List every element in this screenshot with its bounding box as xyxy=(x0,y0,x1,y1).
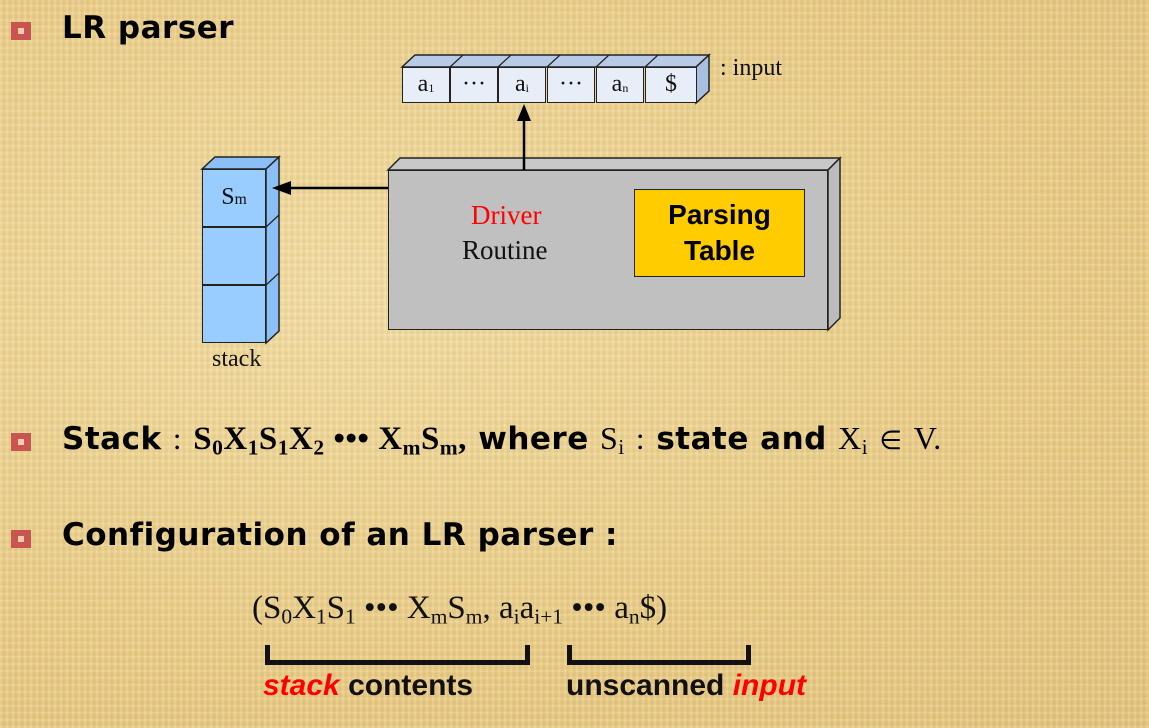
stack-definition: Stack : S0X1S1X2 ••• XmSm, where Si : st… xyxy=(62,420,942,460)
unscanned-input-bracket xyxy=(567,645,751,665)
stack-cell xyxy=(202,285,266,343)
arrow-left-icon xyxy=(272,181,291,195)
driver-top-face xyxy=(386,157,842,171)
bullet-icon xyxy=(11,22,31,40)
stack-contents-bracket xyxy=(265,645,530,665)
input-cell: ai xyxy=(498,67,546,103)
parsing-table-box: Parsing Table xyxy=(634,189,805,277)
input-cell: a1 xyxy=(402,67,450,103)
parsing-table-line2: Table xyxy=(683,235,756,266)
input-cell: $ xyxy=(645,67,697,103)
unscanned-input-label: unscanned input xyxy=(566,669,807,702)
configuration-heading: Configuration of an LR parser : xyxy=(62,517,618,553)
bullet-icon xyxy=(11,530,31,548)
routine-label: Routine xyxy=(462,235,548,265)
arrow-up-icon xyxy=(517,104,531,121)
stack-cell-top: Sm xyxy=(202,169,266,227)
input-cell: an xyxy=(596,67,644,103)
input-label: : input xyxy=(720,55,783,81)
stack-side-face xyxy=(265,155,280,345)
element-of-icon: ∈ xyxy=(879,426,903,455)
driver-label: Driver xyxy=(471,200,542,230)
section-heading-lr-parser: LR parser xyxy=(62,10,235,46)
parsing-table-line1: Parsing xyxy=(668,199,771,230)
stack-cell xyxy=(202,227,266,285)
bullet-icon xyxy=(11,433,31,451)
stack-label: stack xyxy=(212,346,262,372)
stack-expression: S0X1S1X2 ••• XmSm, xyxy=(193,421,467,460)
driver-side-face xyxy=(827,156,841,332)
diagram-connectors xyxy=(200,53,842,345)
input-cell: ··· xyxy=(450,67,498,103)
input-cell: ··· xyxy=(547,67,595,103)
stack-contents-label: stack contents xyxy=(263,669,474,702)
input-tape-top-face xyxy=(400,54,711,68)
configuration-expression: (S0X1S1 ••• XmSm, aiai+1 ••• an$) xyxy=(252,590,668,629)
